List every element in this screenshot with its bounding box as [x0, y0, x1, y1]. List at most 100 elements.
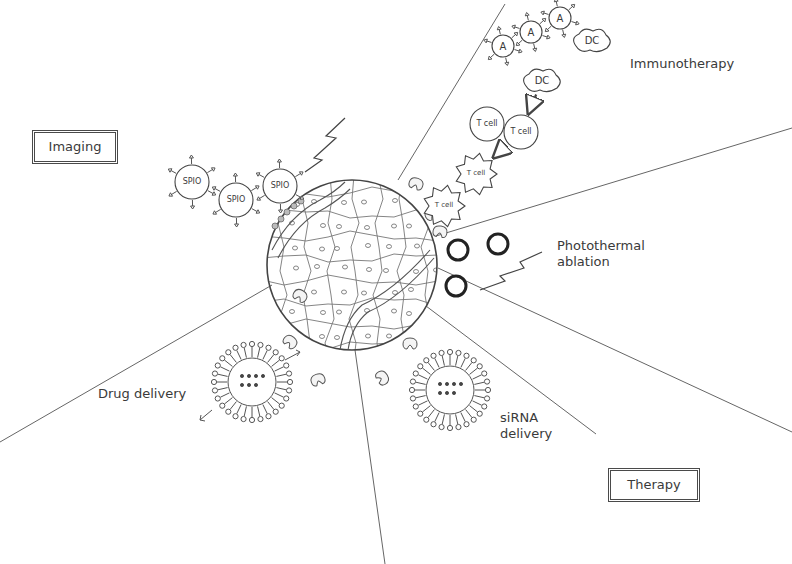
ligand-tip: [554, 0, 558, 2]
node-text: SPIO: [271, 182, 290, 191]
ligand-tip: [541, 11, 544, 15]
nucleus: [415, 244, 420, 248]
lipid-tail: [218, 374, 228, 376]
ligand-spike: [527, 15, 528, 20]
lipid-tail: [456, 414, 458, 424]
lipid-head: [279, 403, 284, 408]
blood-vessels: [272, 182, 434, 350]
lightning-bolts: [305, 118, 542, 290]
particle-node: A: [548, 6, 572, 30]
ligand-tip: [279, 210, 283, 213]
lipid-head: [258, 416, 263, 421]
node-text: T cell: [510, 128, 531, 137]
node-text: A: [528, 27, 535, 38]
lipid-head: [482, 371, 487, 376]
activated-tcell-outline: [456, 153, 497, 194]
lipid-head: [482, 404, 487, 409]
ligand-tip: [213, 211, 217, 214]
lipid-head: [215, 363, 220, 368]
lipid-tail: [416, 382, 426, 384]
macrophage: [281, 333, 299, 350]
lipid-tail: [263, 350, 267, 359]
lipid-head: [226, 409, 231, 414]
section-box: Therapy: [608, 468, 700, 502]
ligand-tip: [542, 18, 546, 22]
ligand-tip: [191, 206, 195, 209]
lipid-head: [284, 396, 289, 401]
flow-arrow: [494, 146, 507, 158]
particle-node: SPIO: [174, 164, 210, 200]
lipid-tail: [252, 407, 253, 417]
tumor-outline: [267, 180, 437, 350]
dendritic-cell-outline: [524, 69, 561, 92]
ligand-tip: [576, 21, 579, 25]
ligand-spike: [548, 26, 552, 29]
lipid-tail: [244, 406, 246, 416]
ligand-spike: [491, 54, 495, 57]
bead: [272, 223, 278, 229]
lipid-head: [215, 396, 220, 401]
lipid-tail: [456, 356, 458, 366]
ligand-tip: [212, 187, 216, 191]
lipid-tail: [442, 414, 444, 424]
node-text: SPIO: [183, 178, 202, 187]
nucleus: [312, 290, 317, 294]
nucleus: [367, 355, 372, 359]
node-text: A: [500, 41, 507, 52]
lipid-head: [464, 422, 469, 427]
sector-line: [0, 285, 272, 442]
lipid-head: [266, 414, 271, 419]
lipid-tail: [475, 390, 485, 391]
ligand-spike: [499, 29, 500, 34]
lipid-head: [249, 341, 254, 346]
lipid-tail: [435, 413, 439, 422]
lipid-tail: [461, 413, 465, 422]
lipid-head: [485, 387, 490, 392]
nucleus: [294, 357, 299, 361]
ligand-spike: [260, 195, 265, 198]
particle-outline: [175, 165, 209, 199]
node-text: SPIO: [227, 196, 246, 205]
lipid-tail: [258, 406, 260, 416]
cargo-dot: [445, 391, 448, 394]
ligand-tip: [488, 56, 492, 60]
ligand-tip: [233, 173, 237, 176]
ligand-spike: [512, 34, 516, 37]
sector-label: Photothermal ablation: [557, 238, 653, 271]
macrophages: [281, 176, 448, 387]
lipid-head: [431, 353, 436, 358]
nucleus: [320, 335, 325, 339]
lipid-head: [220, 403, 225, 408]
ligand-spike: [191, 158, 192, 164]
ligand-spike: [542, 36, 547, 37]
nucleus: [293, 246, 298, 250]
cell-wall: [325, 175, 335, 367]
lipid-tail: [466, 363, 472, 371]
lipid-head: [266, 345, 271, 350]
lipid-tail: [418, 375, 427, 379]
cell-wall: [262, 254, 460, 262]
lipid-head: [413, 404, 418, 409]
macrophage: [408, 176, 425, 191]
particle-outline: [520, 21, 542, 43]
nucleus: [367, 268, 372, 272]
nucleus: [315, 357, 320, 361]
lipid-head: [431, 422, 436, 427]
lipid-tail: [225, 398, 233, 404]
lipid-tail: [272, 360, 280, 366]
ligand-spike: [251, 188, 256, 191]
flow-arrow: [528, 94, 536, 113]
lipid-head: [258, 342, 263, 347]
particle-node: SPIO: [218, 182, 254, 218]
nucleus: [414, 353, 419, 357]
lipid-head: [447, 349, 452, 354]
ligand-tip: [497, 26, 501, 29]
cargo-dot: [452, 391, 455, 394]
particle-node: A: [519, 20, 543, 44]
ligand-spike: [563, 30, 564, 35]
lipid-head: [249, 417, 254, 422]
lipid-tail: [423, 406, 431, 412]
node-text: Imaging: [49, 140, 102, 154]
lipid-tail: [237, 350, 241, 359]
radiating-lines: [0, 4, 792, 564]
